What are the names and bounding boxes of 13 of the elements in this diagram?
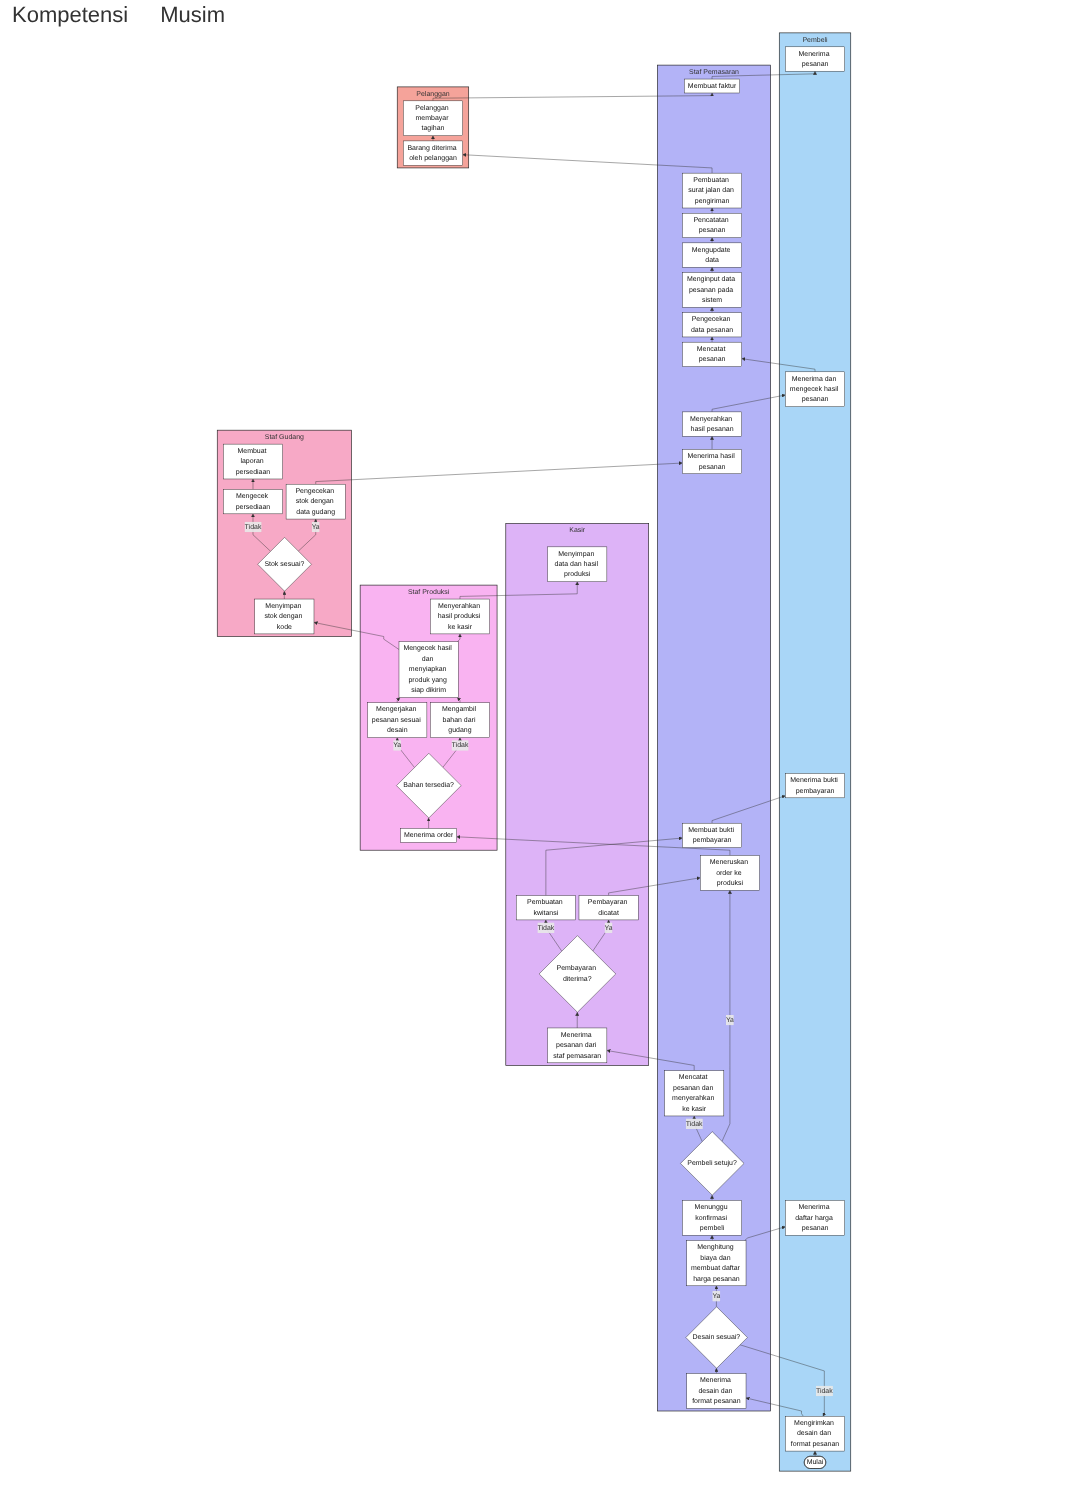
arrow (710, 237, 714, 244)
arrow (813, 1450, 817, 1457)
arrow (457, 633, 462, 642)
arrow (431, 135, 435, 142)
arrow (710, 267, 714, 273)
arrow (457, 697, 462, 703)
arrow (710, 307, 714, 313)
phase-label: Kompetensi (12, 4, 129, 28)
arrow (710, 1235, 714, 1241)
phase-label: Musim (160, 4, 225, 28)
arrow (396, 697, 401, 703)
arrow (710, 1195, 714, 1201)
arrow (710, 336, 714, 343)
